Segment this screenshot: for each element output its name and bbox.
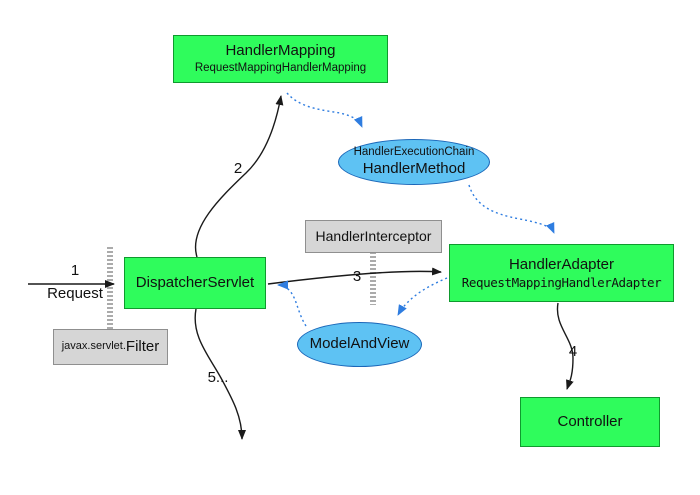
- handler-execution-chain-label: HandlerExecutionChain: [353, 146, 475, 159]
- handler-method-label: HandlerMethod: [362, 159, 466, 177]
- edge-chain-to-adapter-arrow: [468, 184, 555, 234]
- edge-label-step2: 2: [233, 160, 243, 177]
- handler-adapter-title: HandlerAdapter: [508, 255, 615, 273]
- servlet-filter-prefix: javax.servlet.: [61, 340, 126, 353]
- servlet-filter-name: Filter: [125, 337, 160, 355]
- edge-label-step1: 1: [70, 262, 80, 279]
- edge-label-step4: 4: [568, 343, 578, 360]
- handler-interceptor-label: HandlerInterceptor: [315, 227, 432, 244]
- edge-label-step3: 3: [352, 268, 362, 285]
- node-servlet-filter: javax.servlet.Filter: [53, 329, 168, 365]
- node-dispatcher-servlet: DispatcherServlet: [124, 257, 266, 309]
- model-and-view-label: ModelAndView: [309, 335, 410, 353]
- node-handler-execution-chain: HandlerExecutionChain HandlerMethod: [338, 139, 490, 185]
- node-handler-adapter: HandlerAdapter RequestMappingHandlerAdap…: [449, 244, 674, 302]
- edge-modelandview-to-dispatcher-arrow: [277, 280, 307, 327]
- node-handler-mapping: HandlerMapping RequestMappingHandlerMapp…: [173, 35, 388, 83]
- edge-adapter-to-modelandview-arrow: [397, 277, 448, 316]
- node-model-and-view: ModelAndView: [297, 322, 422, 367]
- controller-label: Controller: [557, 412, 623, 430]
- servlet-filter-bar: [107, 247, 113, 329]
- node-handler-interceptor: HandlerInterceptor: [305, 220, 442, 253]
- node-controller: Controller: [520, 397, 660, 447]
- edge-mapping-to-chain-arrow: [286, 92, 363, 128]
- handler-interceptor-bar: [370, 252, 376, 305]
- dispatcher-servlet-label: DispatcherServlet: [135, 273, 255, 291]
- handler-mapping-title: HandlerMapping: [225, 42, 336, 60]
- handler-adapter-subtitle: RequestMappingHandlerAdapter: [461, 274, 662, 290]
- edge-label-step5: 5...: [207, 369, 229, 386]
- handler-mapping-subtitle: RequestMappingHandlerMapping: [194, 62, 367, 75]
- edge-label-request: Request: [47, 285, 103, 302]
